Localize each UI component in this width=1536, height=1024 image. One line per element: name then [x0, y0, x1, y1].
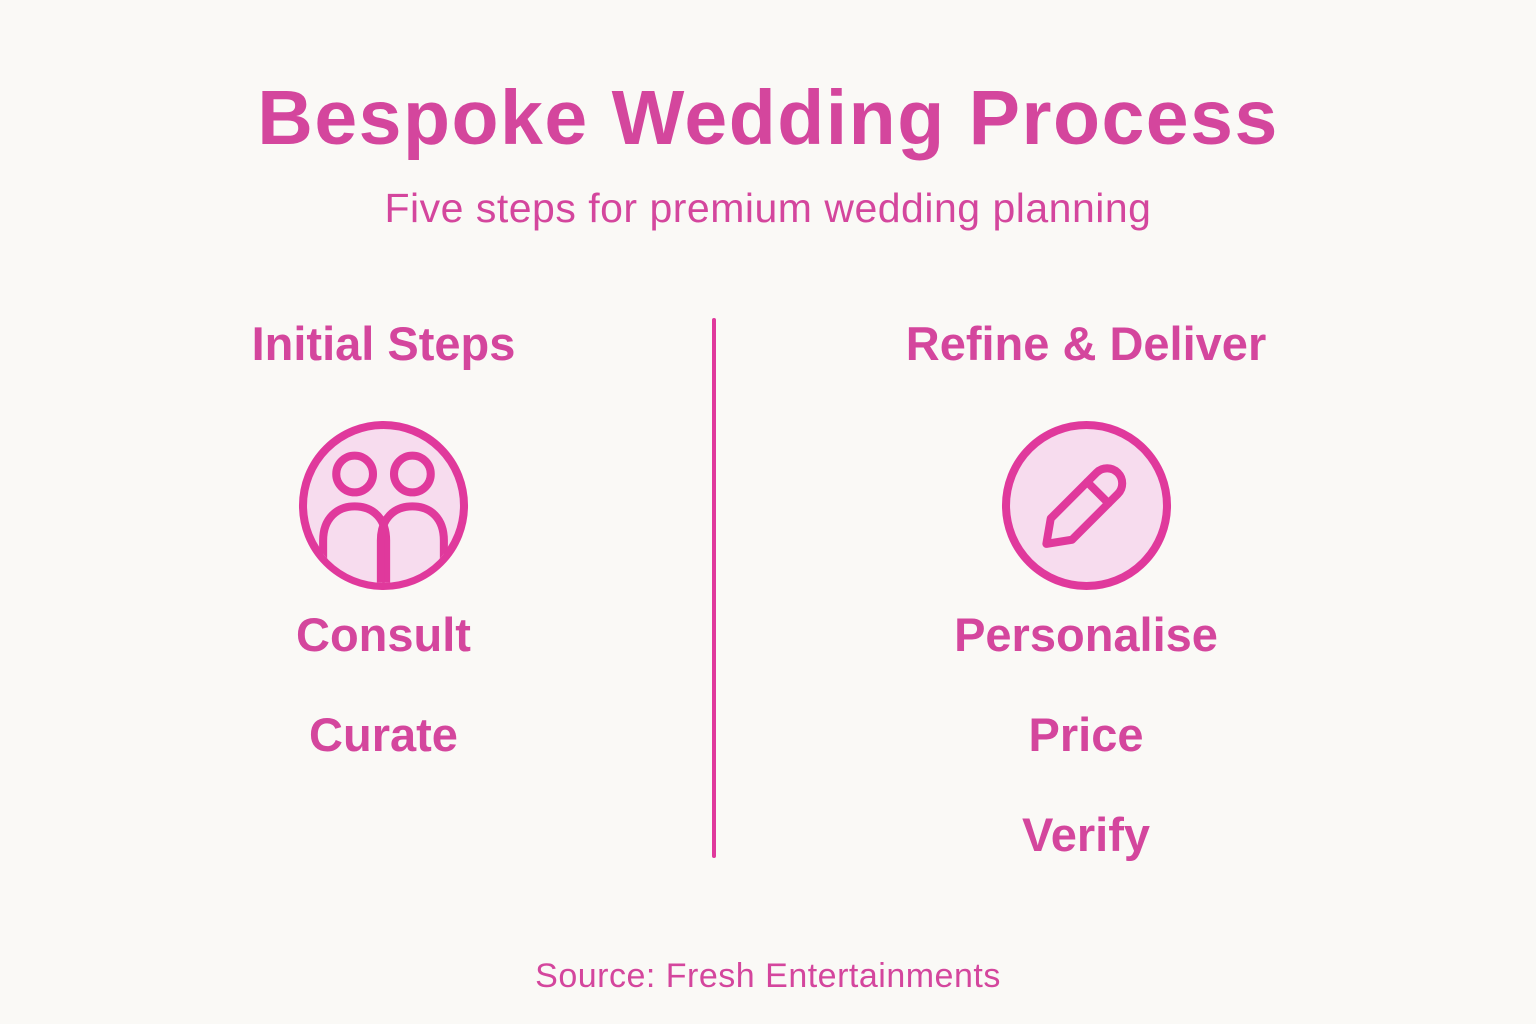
step-personalise: Personalise [954, 607, 1218, 661]
column-refine-deliver: Refine & Deliver Personalise Price Verif… [716, 316, 1536, 909]
source-attribution: Source: Fresh Entertainments [535, 956, 1001, 995]
people-icon [296, 418, 471, 593]
pencil-icon [999, 418, 1174, 593]
column-initial-steps: Initial Steps [0, 316, 712, 809]
page-subtitle: Five steps for premium wedding planning [384, 184, 1152, 231]
vertical-divider [712, 317, 716, 858]
step-curate: Curate [309, 707, 458, 761]
step-list: Personalise Price Verify [954, 607, 1218, 909]
column-heading: Initial Steps [251, 316, 516, 370]
step-list: Consult Curate [296, 607, 471, 809]
step-verify: Verify [1021, 807, 1151, 861]
page-title: Bespoke Wedding Process [257, 75, 1279, 161]
step-consult: Consult [296, 607, 471, 661]
column-heading: Refine & Deliver [905, 316, 1267, 370]
process-columns: Initial Steps [0, 316, 1536, 909]
step-price: Price [1028, 707, 1144, 761]
